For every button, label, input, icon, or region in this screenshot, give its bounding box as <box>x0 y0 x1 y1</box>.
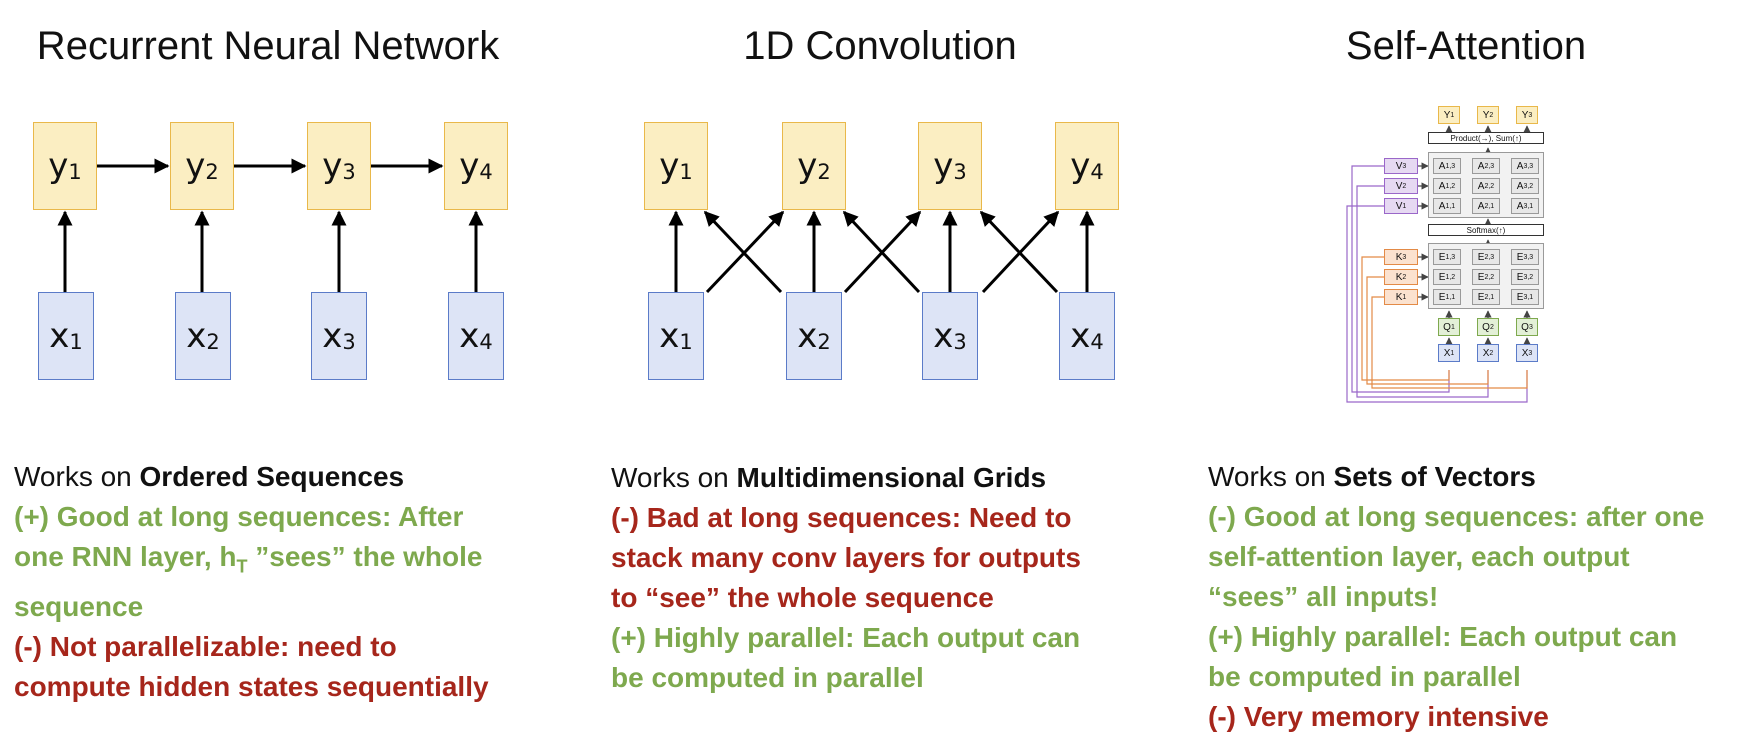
conv-con-line-3: to “see” the whole sequence <box>611 582 994 613</box>
attn-pro-line-5: be computed in parallel <box>1208 661 1521 692</box>
wire-x3-k1 <box>1371 296 1528 389</box>
rnn-pro-line-1: (+) Good at long sequences: After <box>14 501 464 532</box>
mini-product-sum-bar: Product(→), Sum(↑) <box>1428 132 1544 144</box>
wire-x3-v1 <box>1346 205 1528 403</box>
wire-x2-k2 <box>1366 276 1489 385</box>
rnn-description: Works on Ordered Sequences (+) Good at l… <box>14 457 574 707</box>
rnn-pro-line-3: sequence <box>14 590 144 622</box>
attn-pro-line-3: “sees” all inputs! <box>1208 581 1439 612</box>
rnn-title: Recurrent Neural Network <box>36 24 500 68</box>
conv-con-line-1: (-) Bad at long sequences: Need to <box>611 502 1072 533</box>
conv-title: 1D Convolution <box>743 24 1017 68</box>
attn-pro-line-2: self-attention layer, each output <box>1208 541 1630 572</box>
conv-pro-line-1: (+) Highly parallel: Each output can <box>611 622 1081 653</box>
attn-pro-line-4: (+) Highly parallel: Each output can <box>1208 621 1678 652</box>
conv-description: Works on Multidimensional Grids (-) Bad … <box>611 458 1171 698</box>
attn-pro-line-1: (-) Good at long sequences: after one <box>1208 501 1705 532</box>
conv-arrow-x3-y2 <box>842 210 921 294</box>
conv-works-on: Works on Multidimensional Grids <box>611 462 1047 493</box>
conv-arrow-x2-y1 <box>703 210 783 294</box>
attention-title: Self-Attention <box>1345 24 1587 68</box>
conv-con-line-2: stack many conv layers for outputs <box>611 542 1081 573</box>
attn-con-line-1: (-) Very memory intensive <box>1208 701 1549 732</box>
mini-softmax-bar: Softmax(↑) <box>1428 224 1544 236</box>
attn-works-on: Works on Sets of Vectors <box>1208 461 1536 492</box>
rnn-con-line-1: (-) Not parallelizable: need to <box>14 630 397 662</box>
rnn-works-on: Works on Ordered Sequences <box>14 461 405 492</box>
rnn-con-line-2: compute hidden states sequentially <box>14 670 489 702</box>
rnn-pro-line-2: one RNN layer, hT ”sees” the whole <box>14 541 483 577</box>
conv-pro-line-2: be computed in parallel <box>611 662 924 693</box>
attention-description: Works on Sets of Vectors (-) Good at lon… <box>1208 457 1738 737</box>
wire-x1-k3 <box>1361 256 1450 381</box>
wire-x1-v3 <box>1351 165 1450 393</box>
conv-arrow-x4-y3 <box>979 210 1059 294</box>
